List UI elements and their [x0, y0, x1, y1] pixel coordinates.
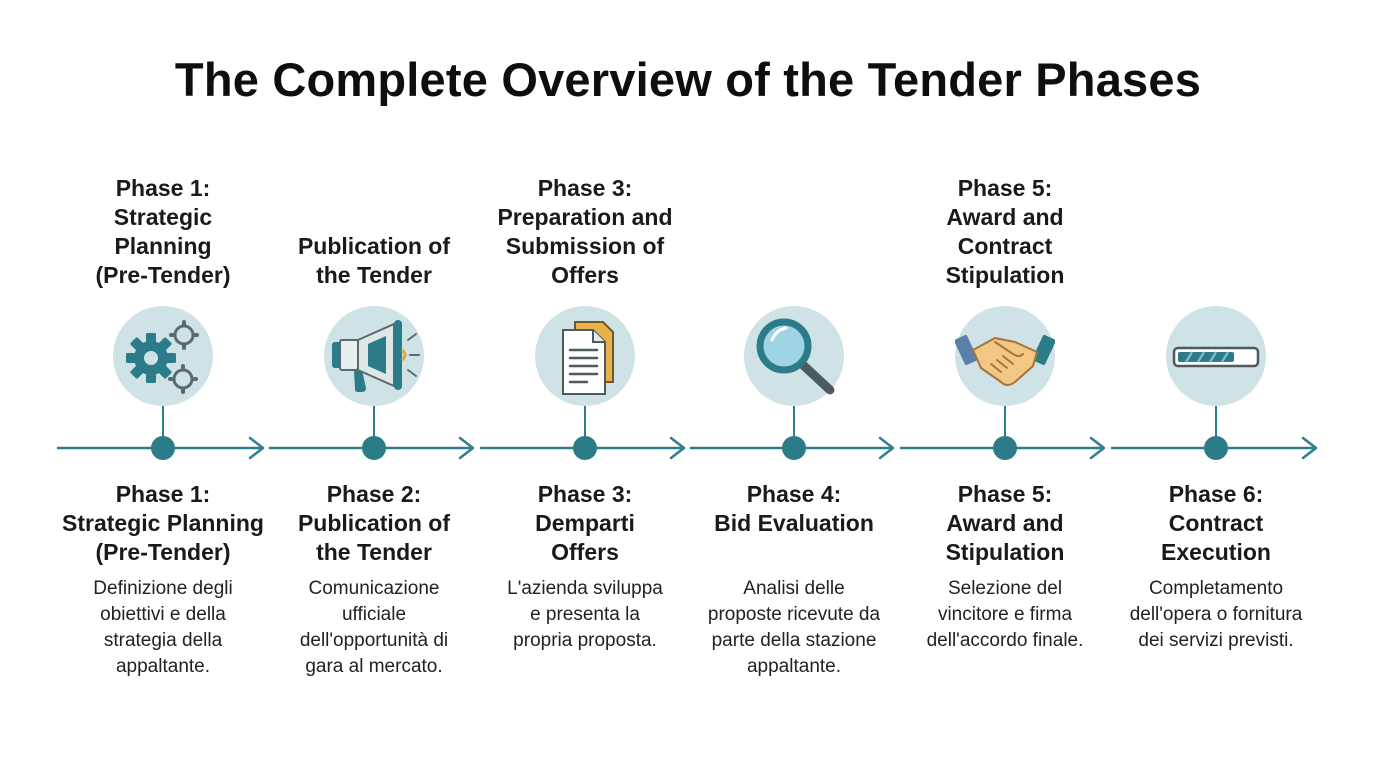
progress-bar-icon	[1166, 306, 1266, 406]
documents-icon	[535, 306, 635, 406]
phase-6-label: Phase 6: Contract Execution	[1161, 481, 1271, 565]
phase-1-top-label: Phase 1: Strategic Planning (Pre-Tender)	[95, 175, 231, 288]
timeline-node	[1204, 436, 1228, 460]
timeline-node	[362, 436, 386, 460]
phase-2-column: Publication of the Tender Phase 2: Publi…	[269, 0, 479, 768]
phase-1-description: Definizione degli obiettivi e della stra…	[93, 578, 233, 677]
phase-6-description: Completamento dell'opera o fornitura dei…	[1129, 578, 1303, 651]
timeline-node	[993, 436, 1017, 460]
phase-4-description: Analisi delle proposte ricevute da parte…	[707, 578, 881, 677]
connector-stem	[1004, 406, 1006, 442]
phase-5-top-label: Phase 5: Award and Contract Stipulation	[945, 175, 1065, 288]
phase-2-top-label: Publication of the Tender	[297, 233, 451, 288]
megaphone-icon	[324, 306, 424, 406]
phase-3-top-label: Phase 3: Preparation and Submission of O…	[497, 175, 673, 288]
phase-2-label: Phase 2: Publication of the Tender	[297, 481, 451, 565]
connector-stem	[1215, 406, 1217, 442]
phase-3-description: L'azienda sviluppa e presenta la propria…	[507, 578, 663, 651]
timeline-node	[151, 436, 175, 460]
connector-stem	[162, 406, 164, 442]
connector-stem	[584, 406, 586, 442]
page-title: The Complete Overview of the Tender Phas…	[174, 53, 1202, 106]
magnifier-icon	[744, 306, 844, 406]
phase-3-label: Phase 3: Demparti Offers	[535, 481, 635, 565]
timeline-node	[782, 436, 806, 460]
phase-1-column: Phase 1: Strategic Planning (Pre-Tender)	[58, 0, 268, 768]
phase-3-column: Phase 3: Preparation and Submission of O…	[480, 0, 690, 768]
phase-2-description: Comunicazione ufficiale dell'opportunità…	[299, 578, 449, 677]
phase-5-column: Phase 5: Award and Contract Stipulation …	[900, 0, 1110, 768]
gears-icon	[113, 306, 213, 406]
connector-stem	[373, 406, 375, 442]
phase-6-column: Phase 6: Contract Execution Completament…	[1111, 0, 1321, 768]
phase-5-description: Selezione del vincitore e firma dell'acc…	[926, 578, 1084, 651]
phase-1-label: Phase 1: Strategic Planning (Pre-Tender)	[62, 481, 264, 565]
phase-5-label: Phase 5: Award and Stipulation	[945, 481, 1065, 565]
phase-4-label: Phase 4: Bid Evaluation	[714, 481, 874, 536]
handshake-icon	[955, 306, 1055, 406]
connector-stem	[793, 406, 795, 442]
phase-4-column: Phase 4: Bid Evaluation Analisi delle pr…	[689, 0, 899, 768]
timeline-node	[573, 436, 597, 460]
